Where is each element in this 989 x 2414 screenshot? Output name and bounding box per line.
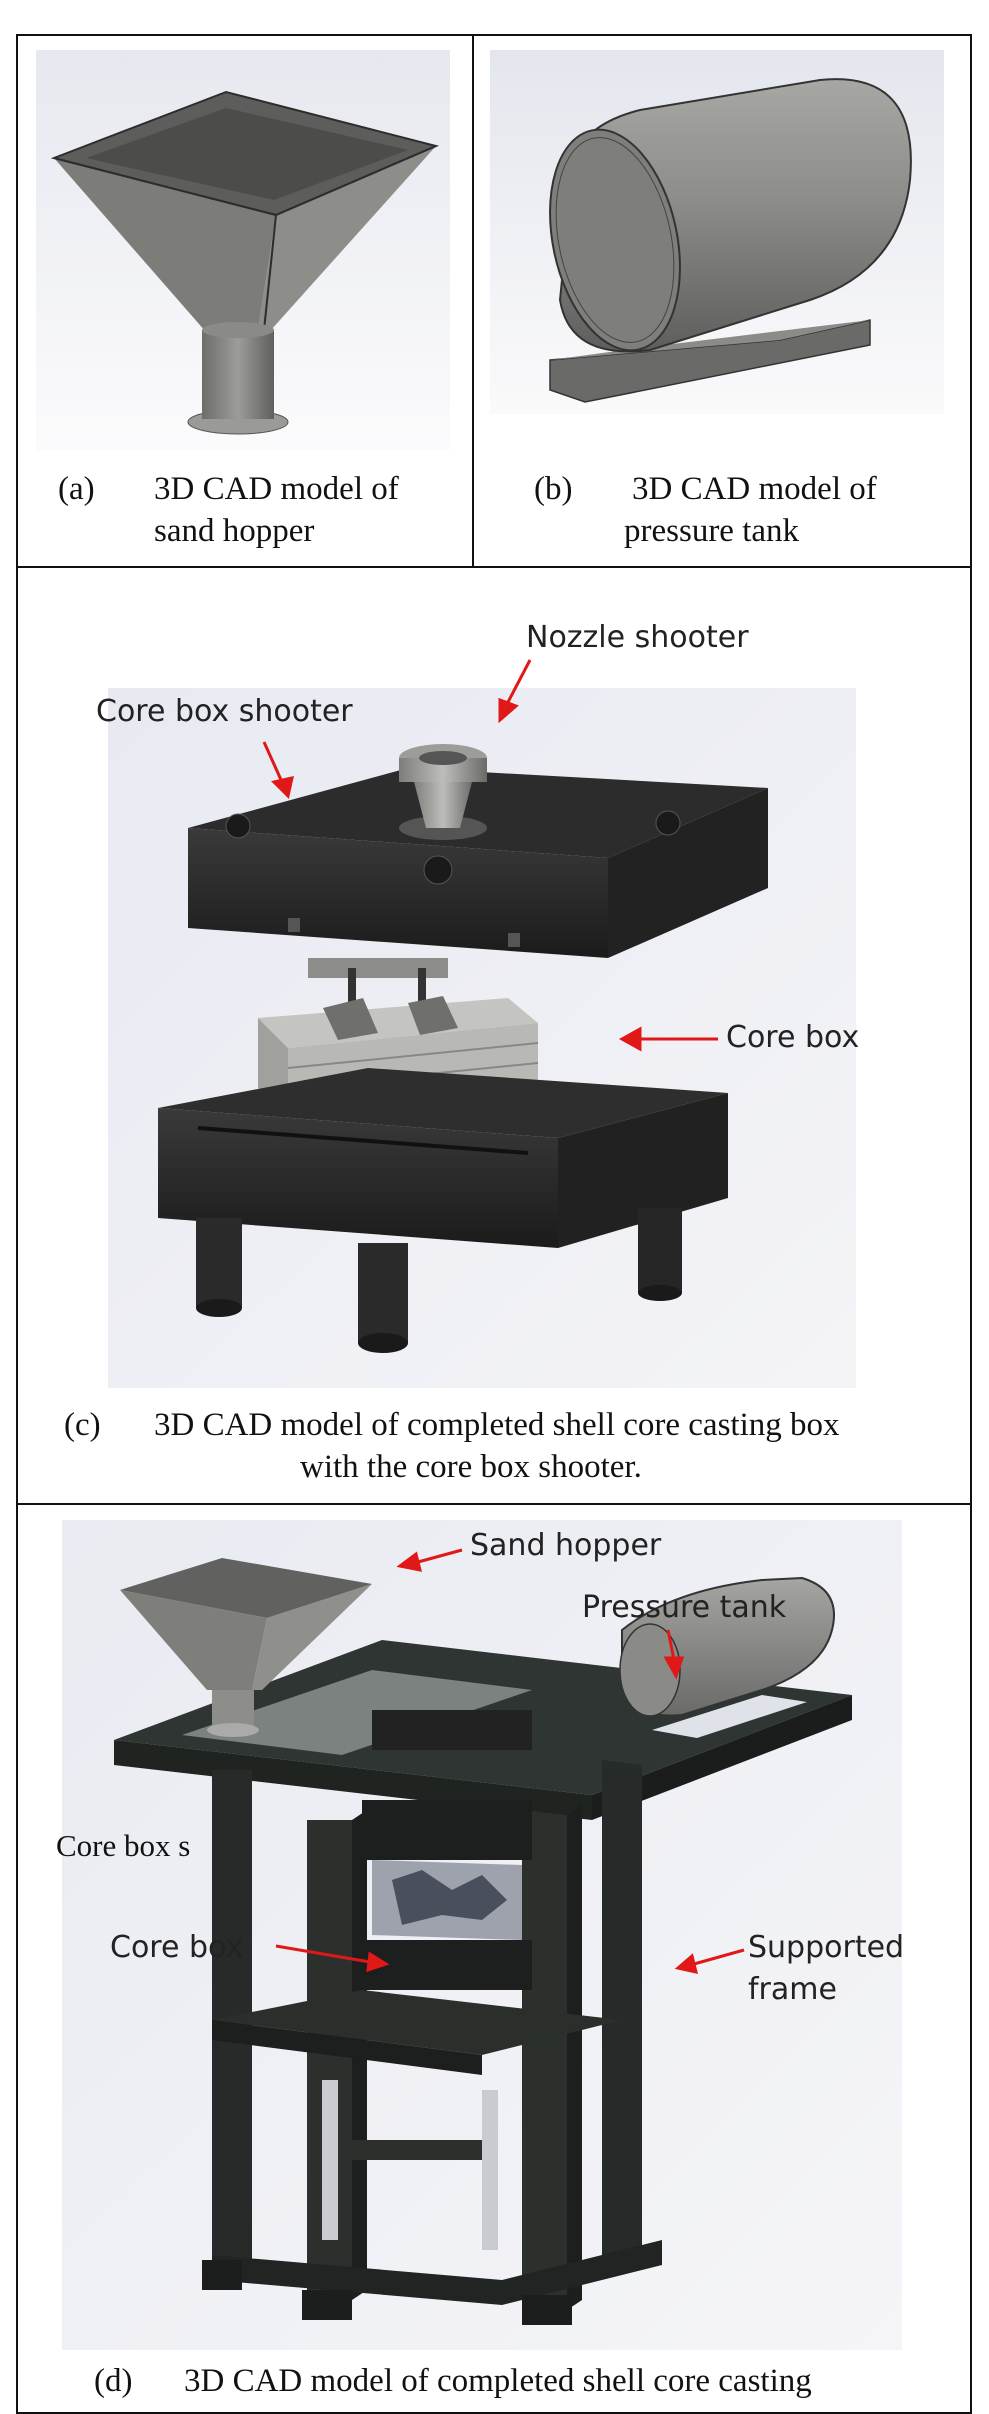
panel-c-arrows	[262, 659, 718, 1052]
caption-a-line2: sand hopper	[154, 513, 315, 549]
panel-d-arrows	[275, 1548, 745, 1974]
caption-b-line1: 3D CAD model of	[632, 471, 877, 507]
callout-nozzle-shooter: Nozzle shooter	[526, 620, 749, 655]
stray-label-core-box-s: Core box s	[56, 1828, 191, 1863]
caption-c-label: (c)	[64, 1407, 101, 1443]
caption-d-line1: 3D CAD model of completed shell core cas…	[184, 2363, 812, 2399]
pressure-tank-model-image	[490, 50, 944, 414]
column-divider	[472, 34, 474, 568]
complete-machine-model-image	[62, 1520, 902, 2350]
caption-a-line1: 3D CAD model of	[154, 471, 399, 507]
callout-supported-frame-line1: Supported	[748, 1930, 905, 1965]
callout-supported-frame-line2: frame	[748, 1972, 837, 2007]
sand-hopper-model-image	[36, 50, 450, 450]
callout-core-box-shooter: Core box shooter	[96, 694, 353, 729]
callout-sand-hopper: Sand hopper	[470, 1528, 662, 1563]
callout-core-box-d: Core box	[110, 1930, 244, 1965]
callout-pressure-tank: Pressure tank	[582, 1590, 787, 1625]
caption-a-label: (a)	[58, 471, 95, 507]
caption-b-line2: pressure tank	[624, 513, 800, 549]
caption-b-label: (b)	[534, 471, 573, 507]
callout-core-box-c: Core box	[726, 1020, 860, 1055]
caption-c-line2: with the core box shooter.	[300, 1449, 642, 1485]
row-divider-1	[16, 566, 972, 568]
caption-d-label: (d)	[94, 2363, 133, 2399]
core-box-shooter-model-image	[108, 688, 856, 1388]
row-divider-2	[16, 1503, 972, 1505]
caption-c-line1: 3D CAD model of completed shell core cas…	[154, 1407, 840, 1443]
